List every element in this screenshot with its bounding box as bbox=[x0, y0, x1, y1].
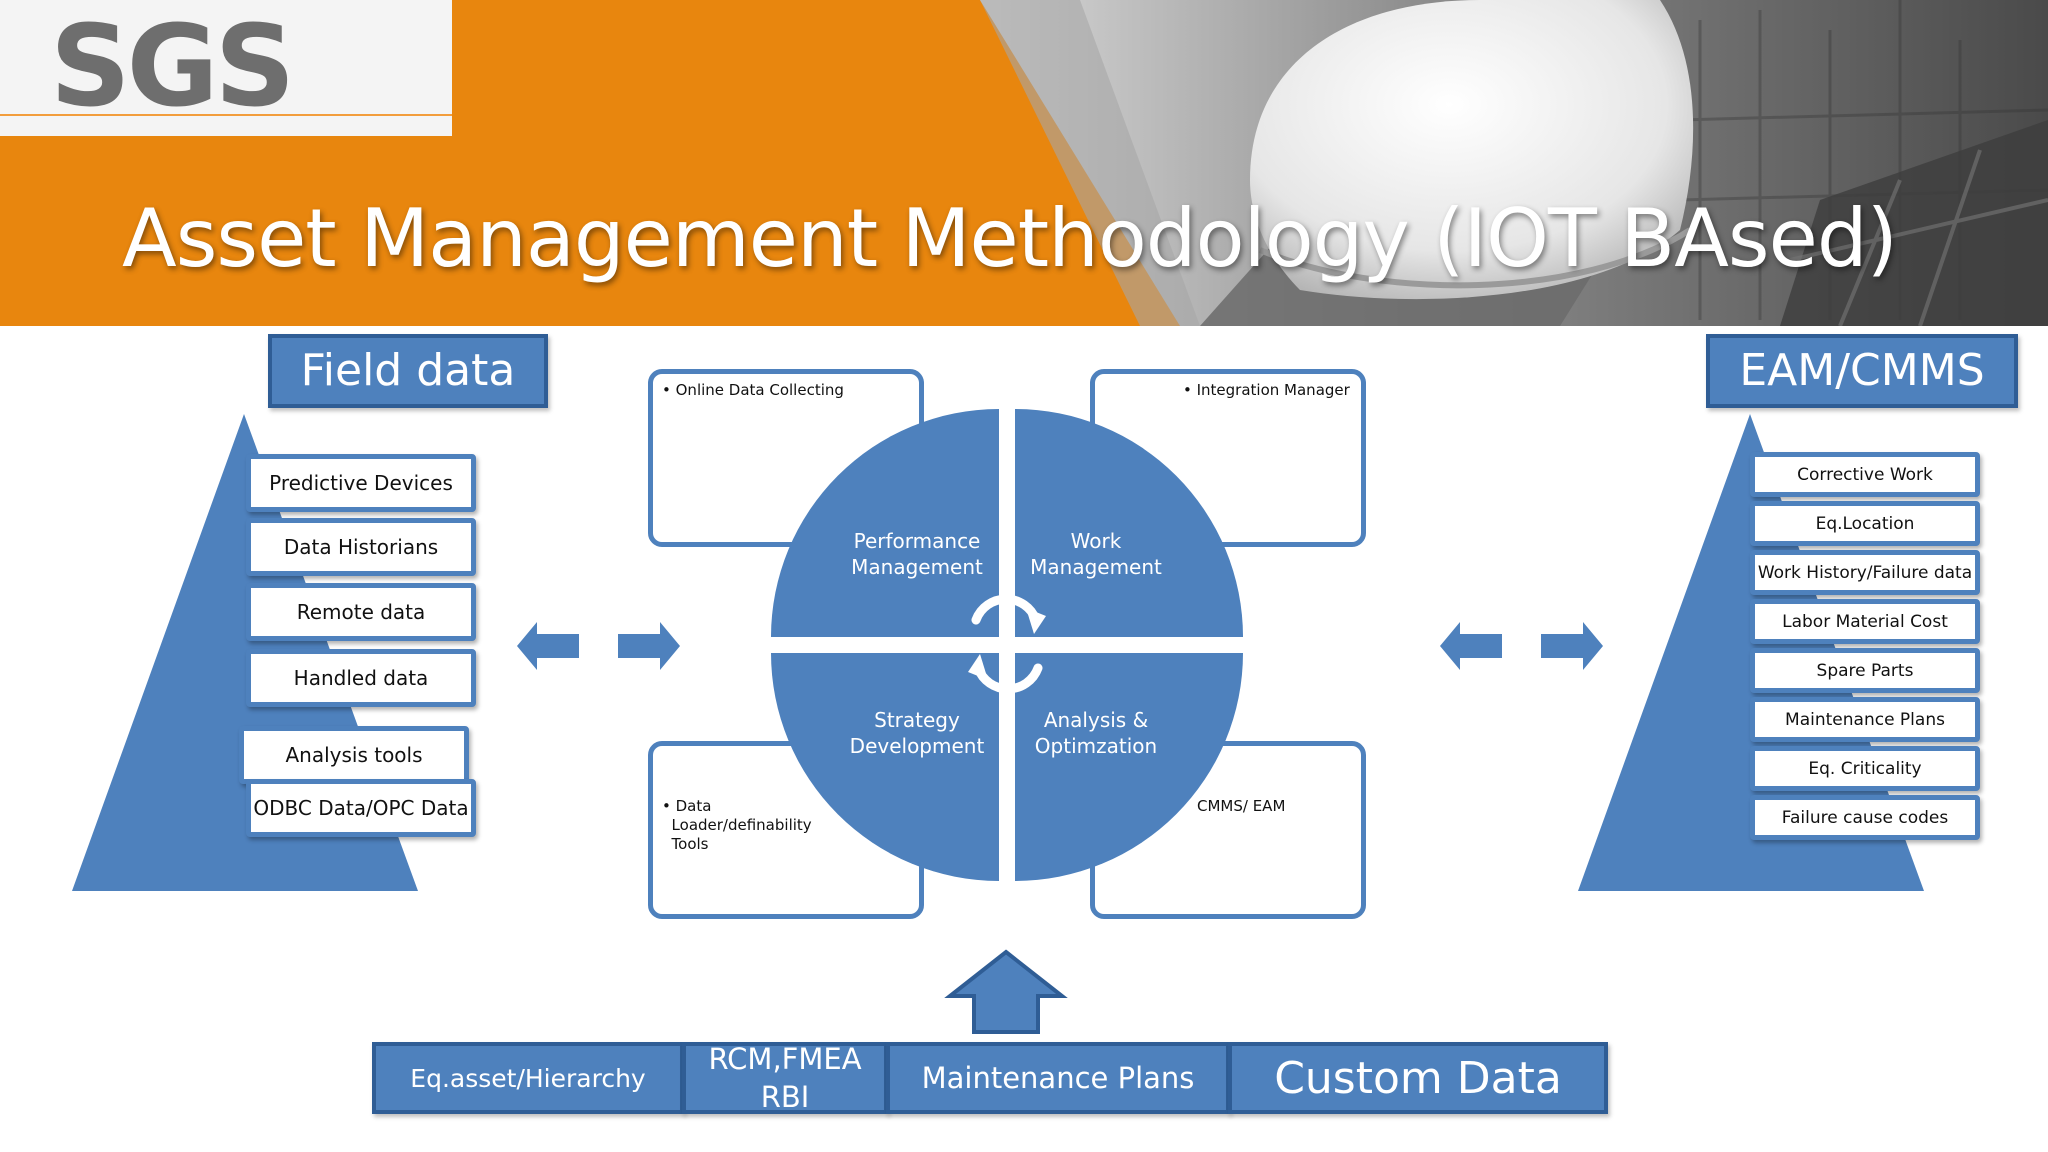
eam-item-eq-criticality: Eq. Criticality bbox=[1750, 746, 1980, 791]
eam-item-maintenance-plans: Maintenance Plans bbox=[1750, 697, 1980, 742]
bottom-rcm-fmea-rbi: RCM,FMEA RBI bbox=[682, 1042, 888, 1114]
logo-panel bbox=[0, 0, 452, 136]
eam-cmms-header: EAM/CMMS bbox=[1706, 334, 2018, 408]
corner-text-integration-manager: • Integration Manager bbox=[1183, 381, 1350, 399]
eam-item-corrective-work: Corrective Work bbox=[1750, 452, 1980, 497]
up-arrow-icon bbox=[944, 949, 1068, 1034]
sgs-logo: SGS bbox=[50, 2, 295, 132]
left-double-arrow bbox=[517, 622, 680, 670]
right-double-arrow bbox=[1440, 622, 1603, 670]
field-item-handled-data: Handled data bbox=[246, 649, 476, 707]
arrow-left-icon bbox=[1440, 622, 1502, 670]
header-banner bbox=[0, 0, 2048, 326]
arrow-right-icon bbox=[618, 622, 680, 670]
field-item-predictive-devices: Predictive Devices bbox=[246, 454, 476, 512]
corner-text-cmms-eam: CMMS/ EAM bbox=[1197, 797, 1286, 815]
page-title: Asset Management Methodology (IOT BAsed) bbox=[122, 192, 1898, 285]
eam-item-work-history: Work History/Failure data bbox=[1750, 550, 1980, 595]
corner-text-data-loader: • Data Loader/definability Tools bbox=[662, 797, 812, 853]
field-item-odbc-opc-data: ODBC Data/OPC Data bbox=[246, 779, 476, 837]
cycle-circle bbox=[771, 409, 1243, 881]
eam-item-spare-parts: Spare Parts bbox=[1750, 648, 1980, 693]
corner-text-online-data: • Online Data Collecting bbox=[662, 381, 844, 399]
field-data-header: Field data bbox=[268, 334, 548, 408]
rbi-label-text: RBI bbox=[760, 1080, 810, 1114]
quadrant-analysis-optimization: Analysis &Optimzation bbox=[1034, 708, 1158, 758]
field-item-remote-data: Remote data bbox=[246, 583, 476, 641]
eam-item-labor-material-cost: Labor Material Cost bbox=[1750, 599, 1980, 644]
field-item-data-historians: Data Historians bbox=[246, 518, 476, 576]
eam-item-eq-location: Eq.Location bbox=[1750, 501, 1980, 546]
field-item-analysis-tools: Analysis tools bbox=[239, 726, 469, 784]
bottom-maintenance-plans: Maintenance Plans bbox=[886, 1042, 1230, 1114]
arrow-right-icon bbox=[1541, 622, 1603, 670]
bottom-custom-data: Custom Data bbox=[1228, 1042, 1608, 1114]
logo-underline bbox=[0, 114, 452, 116]
arrow-left-icon bbox=[517, 622, 579, 670]
rcm-fmea-label: RCM,FMEA bbox=[708, 1042, 862, 1076]
eam-item-failure-cause-codes: Failure cause codes bbox=[1750, 795, 1980, 840]
bottom-eq-asset-hierarchy: Eq.asset/Hierarchy bbox=[372, 1042, 684, 1114]
